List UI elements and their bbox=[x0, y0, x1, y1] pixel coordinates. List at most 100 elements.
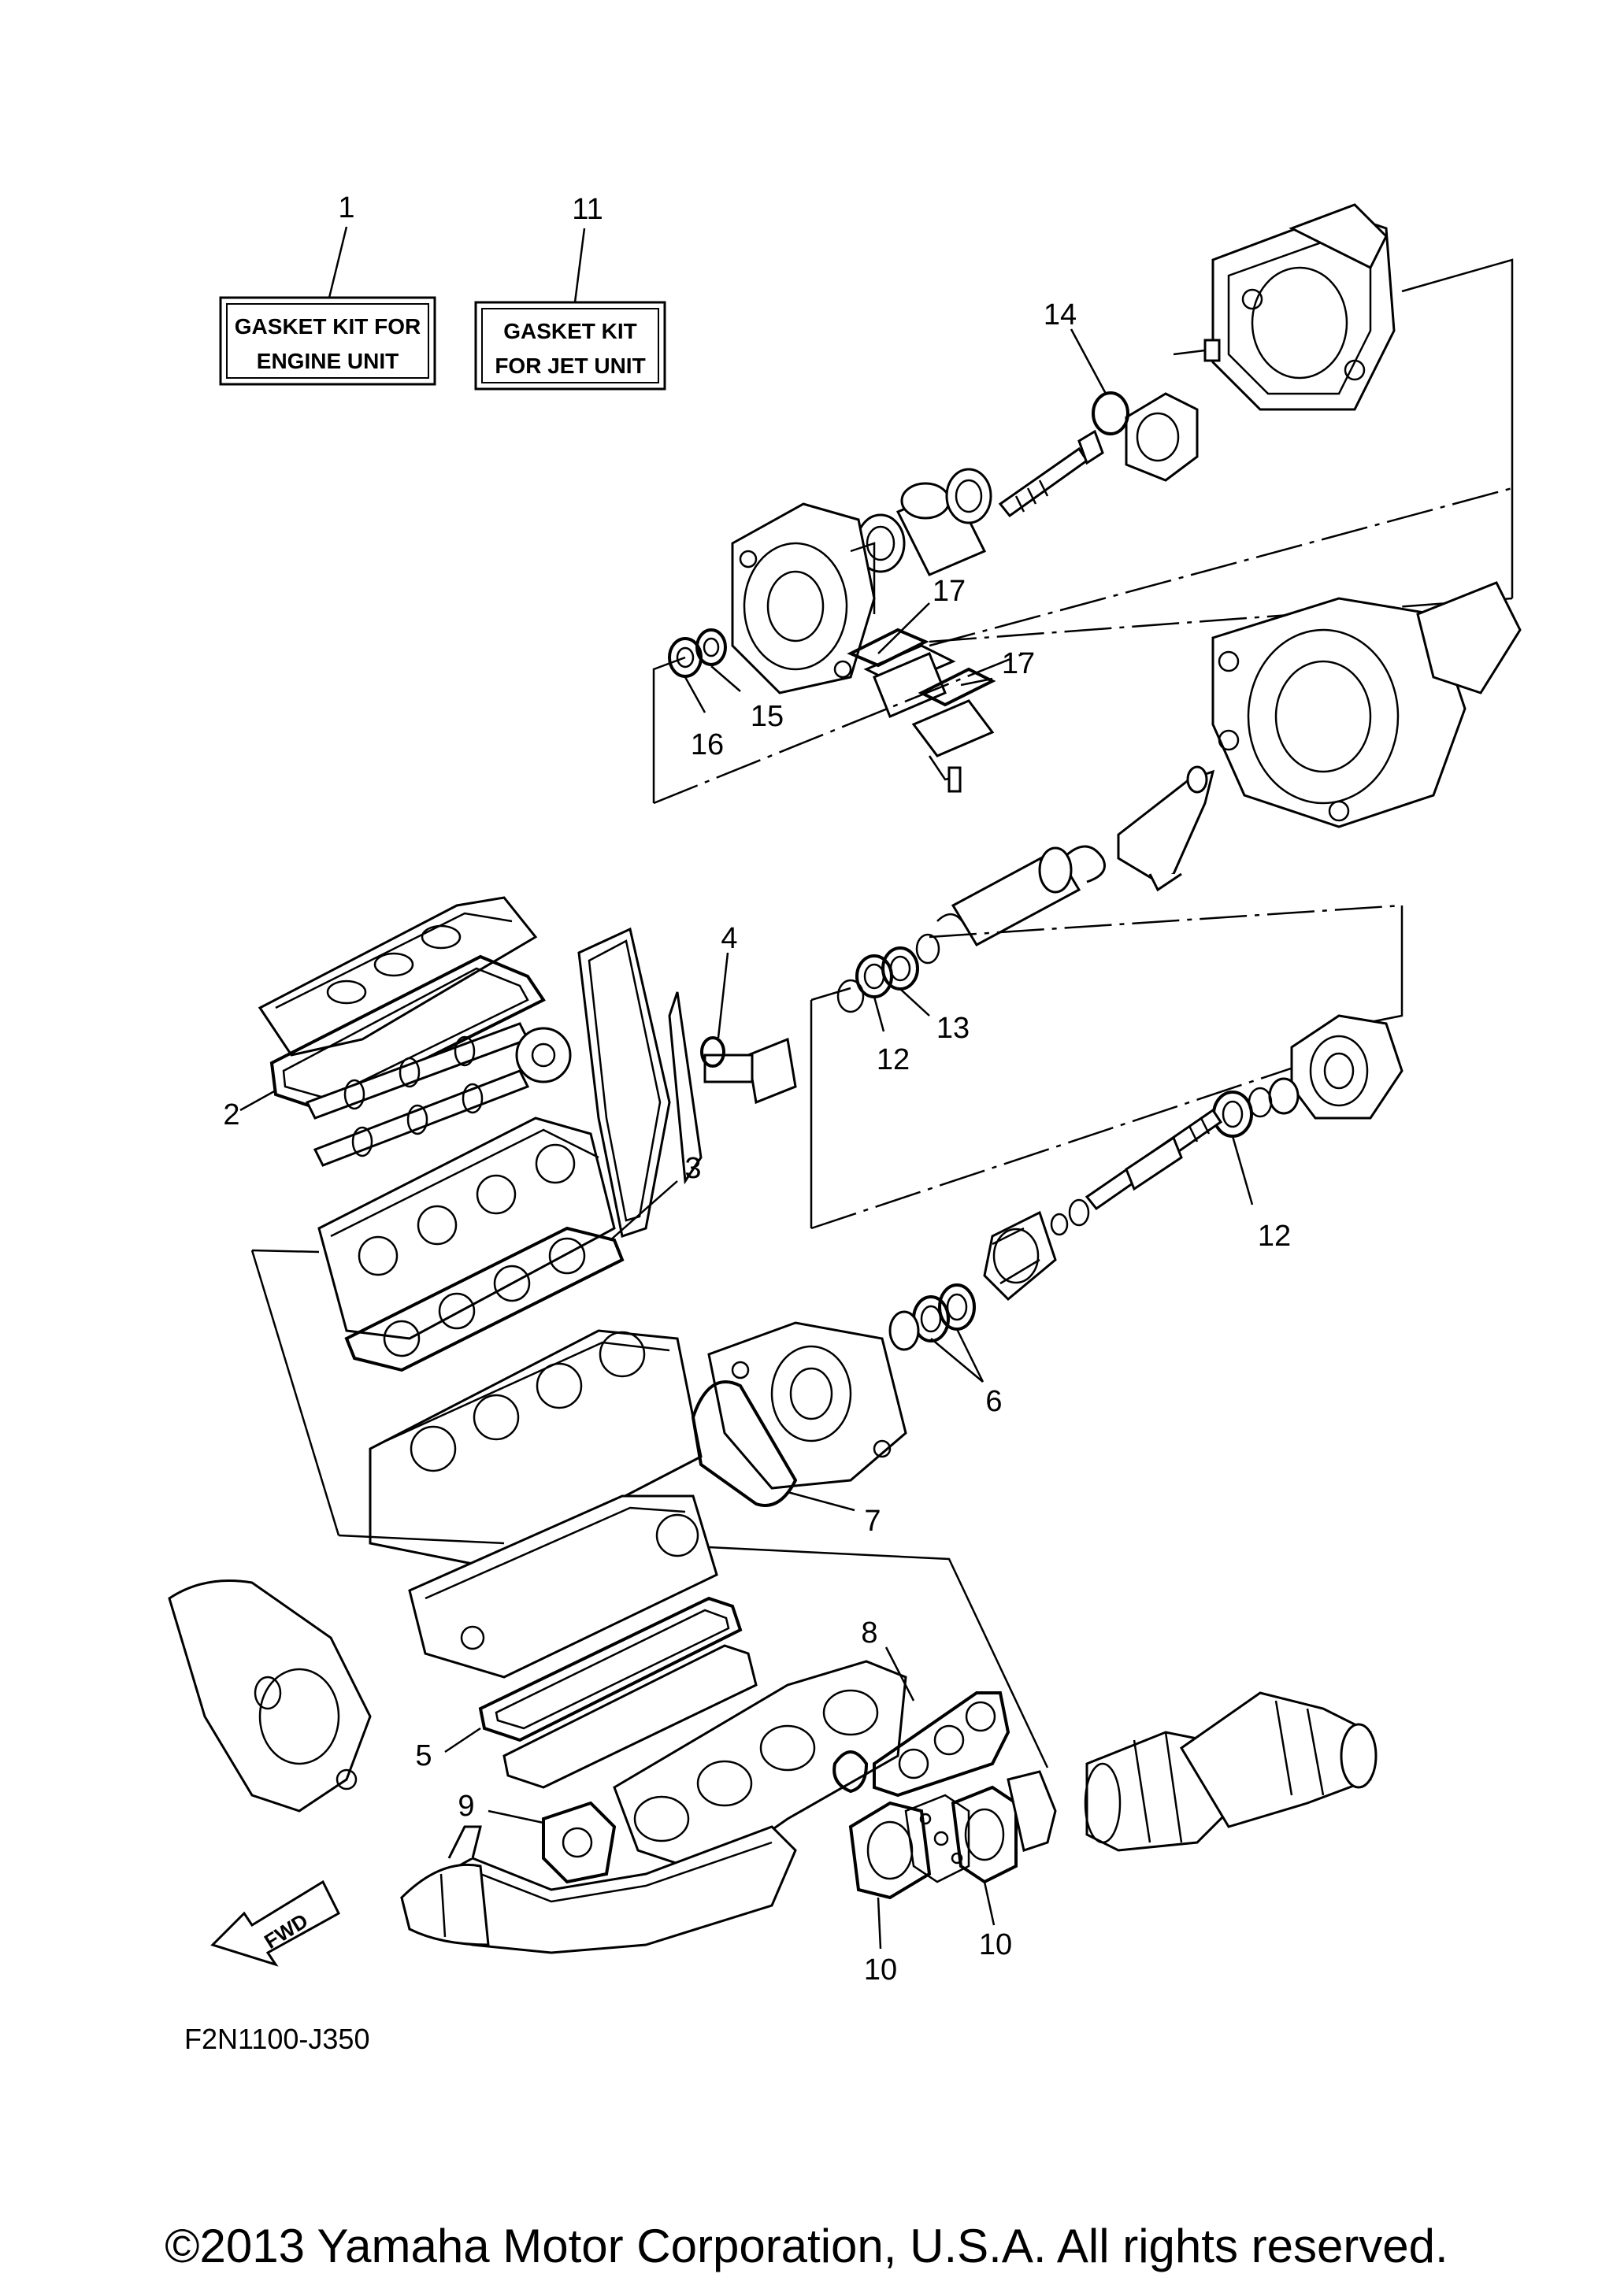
engine-bracket-left bbox=[250, 1249, 340, 1536]
mid-bracket-right bbox=[1362, 905, 1403, 1025]
jet-bracket-left bbox=[652, 656, 686, 803]
hose-clamp bbox=[1062, 845, 1106, 883]
callout-16: 16 bbox=[691, 728, 724, 761]
intake-duct bbox=[1117, 765, 1215, 892]
callout-3: 3 bbox=[684, 1152, 701, 1185]
exhaust-manifold bbox=[613, 1660, 907, 1876]
callout-9: 9 bbox=[458, 1790, 474, 1823]
callout-15: 15 bbox=[751, 700, 784, 733]
callout-12-lower: 12 bbox=[1258, 1220, 1291, 1253]
timing-chain bbox=[577, 927, 671, 1238]
callout-17-upper: 17 bbox=[933, 575, 966, 608]
chain-guide bbox=[668, 991, 703, 1185]
callout-7: 7 bbox=[864, 1505, 881, 1538]
circlip-left bbox=[836, 979, 865, 1013]
shaft-bearing-housing bbox=[1290, 1014, 1403, 1120]
leader-11 bbox=[573, 228, 586, 303]
leader-10b bbox=[983, 1881, 996, 1926]
callout-10-right: 10 bbox=[979, 1928, 1012, 1961]
forward-arrow: FWD bbox=[210, 1879, 340, 1967]
pipe-coupler bbox=[1007, 1770, 1057, 1852]
callout-4: 4 bbox=[721, 922, 737, 955]
head-gasket-3 bbox=[344, 1226, 625, 1372]
cam-sprocket bbox=[515, 1027, 572, 1083]
leader-17a bbox=[877, 602, 930, 654]
exhaust-gasket-10a bbox=[848, 1801, 932, 1900]
engine-kit-line1: GASKET KIT FOR bbox=[235, 314, 421, 339]
cover-plate-upper bbox=[863, 644, 956, 718]
cylinder-head-cover bbox=[258, 896, 538, 1057]
callout-5: 5 bbox=[415, 1739, 432, 1772]
bearing-lower bbox=[888, 1310, 920, 1351]
jet-gasket-kit-label: GASKET KIT FOR JET UNIT bbox=[474, 301, 666, 391]
exhaust-gasket-8 bbox=[873, 1691, 1010, 1798]
callout-17-lower: 17 bbox=[1002, 647, 1035, 680]
jet-bracket-right bbox=[1401, 258, 1514, 598]
bearing-upper-a bbox=[945, 468, 992, 524]
cylinder-head bbox=[317, 1117, 616, 1340]
exhaust-tube bbox=[1179, 1691, 1378, 1828]
shaft-coupler bbox=[983, 1210, 1057, 1302]
jet-bearing-cap bbox=[1125, 339, 1221, 482]
oil-seal-13 bbox=[881, 946, 919, 991]
leader-14 bbox=[1070, 328, 1107, 394]
engine-kit-line2: ENGINE UNIT bbox=[257, 349, 399, 373]
engine-bracket-right bbox=[708, 1546, 1049, 1768]
impeller-shaft-upper bbox=[998, 429, 1104, 518]
diagram-code: F2N1100-J350 bbox=[184, 2023, 369, 2055]
oil-seal-12-upper bbox=[855, 954, 893, 998]
callout-6: 6 bbox=[985, 1385, 1002, 1418]
engine-gasket-kit-label: GASKET KIT FOR ENGINE UNIT bbox=[219, 296, 436, 386]
exhaust-plate bbox=[904, 1794, 970, 1883]
exhaust-gasket-9 bbox=[542, 1801, 617, 1884]
jet-kit-line1: GASKET KIT bbox=[503, 319, 637, 343]
jet-pump-housing bbox=[731, 502, 876, 694]
head-cover-gasket-2 bbox=[269, 954, 546, 1113]
leader-15 bbox=[710, 665, 741, 692]
callout-10-left: 10 bbox=[864, 1953, 897, 1987]
leader-1 bbox=[328, 226, 348, 298]
leader-8 bbox=[884, 1646, 915, 1702]
callout-1: 1 bbox=[338, 191, 354, 224]
gasket-17-lower bbox=[918, 667, 996, 707]
callout-13: 13 bbox=[936, 1012, 970, 1045]
leader-3 bbox=[610, 1180, 678, 1241]
callout-12-upper: 12 bbox=[877, 1043, 910, 1076]
oil-pan bbox=[502, 1644, 758, 1789]
leader-12a bbox=[873, 996, 885, 1032]
drive-shaft-lower bbox=[1085, 1108, 1223, 1211]
o-ring-14 bbox=[1092, 391, 1129, 435]
leader-2 bbox=[239, 1089, 276, 1112]
leader-9 bbox=[488, 1809, 544, 1824]
copyright-notice: ©2013 Yamaha Motor Corporation, U.S.A. A… bbox=[165, 2220, 1448, 2272]
leader-12b bbox=[1231, 1135, 1254, 1205]
leader-6 bbox=[930, 1328, 984, 1383]
cover-plate-lower bbox=[911, 699, 995, 793]
callout-8: 8 bbox=[861, 1616, 877, 1650]
camshaft-b bbox=[313, 1069, 530, 1167]
callout-11: 11 bbox=[572, 193, 603, 226]
callout-2: 2 bbox=[223, 1098, 239, 1131]
jet-pump-body bbox=[1211, 581, 1522, 828]
engine-side-cover-left bbox=[168, 1579, 372, 1813]
crankcase-side-cover bbox=[707, 1321, 907, 1490]
oil-seal-12-lower bbox=[1212, 1091, 1253, 1138]
leader-17b bbox=[960, 677, 993, 687]
snap-ring bbox=[915, 933, 940, 965]
oil-seal-15 bbox=[695, 628, 727, 666]
callout-14: 14 bbox=[1044, 298, 1077, 331]
jet-nozzle-housing bbox=[1211, 203, 1396, 411]
jet-kit-line2: FOR JET UNIT bbox=[495, 354, 645, 378]
leader-5 bbox=[444, 1727, 481, 1753]
leader-7 bbox=[787, 1491, 855, 1512]
exhaust-pipe bbox=[400, 1825, 797, 1954]
cover-gasket-7 bbox=[691, 1380, 798, 1507]
crankcase bbox=[408, 1494, 718, 1679]
leader-16 bbox=[684, 676, 706, 713]
drive-shaft-tube bbox=[951, 846, 1081, 946]
bearing-mid bbox=[1268, 1077, 1300, 1115]
oil-pan-gasket-5 bbox=[478, 1596, 743, 1742]
leader-4 bbox=[717, 952, 729, 1039]
exhaust-gasket-10b bbox=[951, 1785, 1018, 1884]
